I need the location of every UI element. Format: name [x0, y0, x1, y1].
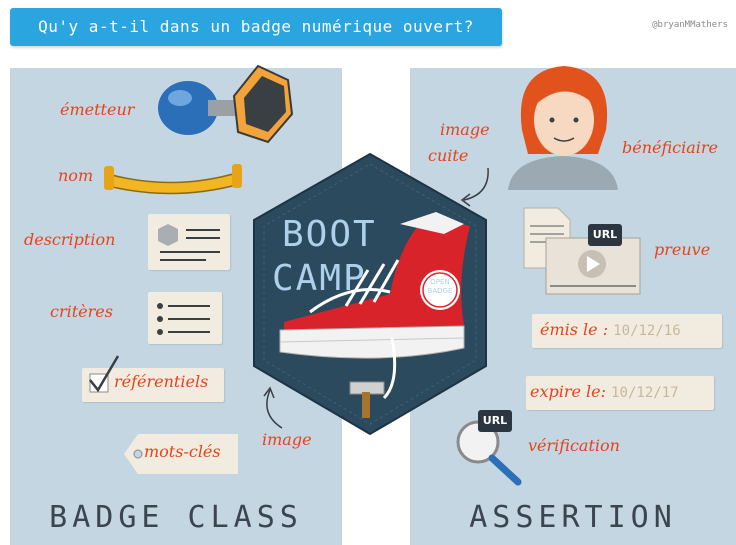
- recipient-avatar: [508, 66, 618, 190]
- bootcamp-badge: [253, 152, 487, 436]
- expires-label: expire le: 10/12/17: [530, 382, 679, 401]
- name-ribbon-icon: [104, 164, 242, 195]
- tag-icon: [124, 434, 238, 474]
- open-badge-sticker: OPEN BADGE: [424, 278, 456, 296]
- image-label: image: [262, 430, 312, 449]
- baked-image-label-line2: cuite: [428, 146, 469, 165]
- baked-image-arrow-icon: [460, 167, 489, 207]
- magnifier-icon: [456, 420, 522, 486]
- sticker-line2: BADGE: [427, 287, 453, 295]
- expires-date-value: 10/12/17: [611, 385, 679, 401]
- name-label: nom: [58, 166, 94, 185]
- recipient-label: bénéficiaire: [622, 138, 719, 157]
- expires-date-card: [526, 376, 714, 410]
- badge-title-line2: CAMP: [272, 258, 367, 299]
- verification-url-badge: URL: [478, 410, 512, 432]
- expires-text: expire le:: [530, 382, 607, 401]
- issued-date-value: 10/12/16: [613, 323, 681, 339]
- description-lines-icon: [158, 224, 220, 261]
- issuer-stamp-icon: [158, 64, 294, 144]
- image-arrow-icon: [263, 386, 283, 429]
- issued-on-text: émis le :: [540, 320, 609, 339]
- evidence-url-badge: URL: [588, 224, 622, 246]
- badge-title-line1: BOOT: [282, 214, 377, 255]
- title-banner: Qu'y a-t-il dans un badge numérique ouve…: [10, 8, 502, 46]
- sticker-line1: OPEN: [430, 278, 450, 286]
- issued-date-card: [532, 314, 722, 348]
- baked-image-label-line1: image: [440, 120, 490, 139]
- author-credit: @bryanMMathers: [652, 20, 728, 30]
- alignment-label: référentiels: [114, 372, 209, 391]
- description-label: description: [24, 230, 116, 249]
- evidence-video-icon: [545, 237, 641, 295]
- checkmark-icon: [89, 355, 120, 393]
- tags-label: mots-clés: [144, 442, 221, 461]
- issuer-label: émetteur: [60, 100, 135, 119]
- assertion-heading: ASSERTION: [469, 500, 677, 535]
- verification-label: vérification: [528, 436, 620, 455]
- criteria-label: critères: [50, 302, 113, 321]
- criteria-list-icon: [157, 303, 210, 335]
- issued-on-label: émis le : 10/12/16: [540, 320, 681, 339]
- page-title: Qu'y a-t-il dans un badge numérique ouve…: [38, 17, 474, 36]
- badge-class-heading: BADGE CLASS: [49, 500, 303, 535]
- evidence-label: preuve: [654, 240, 711, 259]
